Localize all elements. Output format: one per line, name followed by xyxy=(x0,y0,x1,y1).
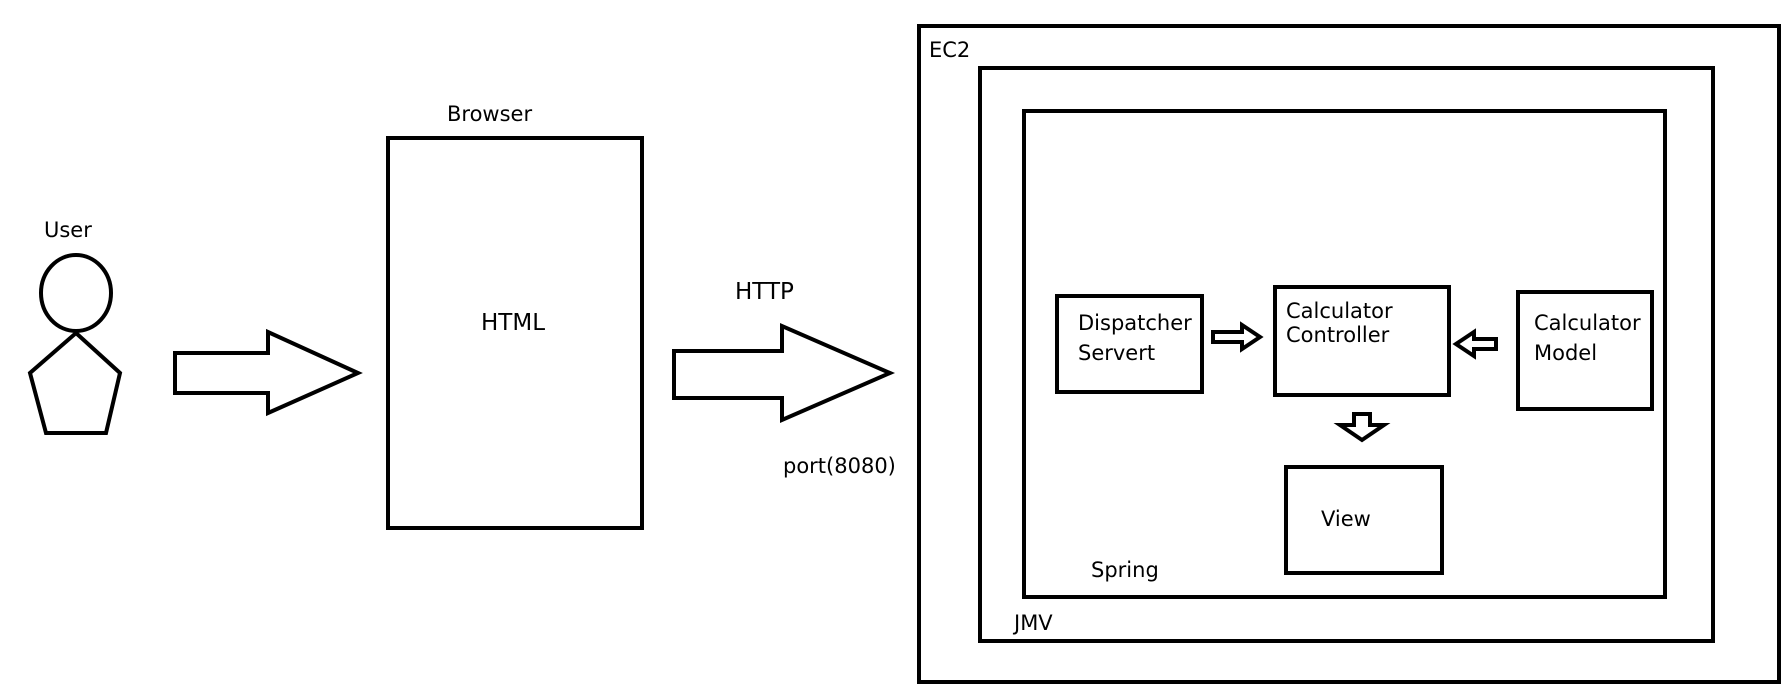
dispatcher-to-controller-arrow xyxy=(1211,321,1264,353)
user-head xyxy=(39,253,113,333)
view-label: View xyxy=(1321,507,1371,531)
http-label: HTTP xyxy=(735,279,794,305)
jmv-label: JMV xyxy=(1012,611,1053,635)
http-connection: HTTP port(8080) xyxy=(672,279,896,478)
model-line1: Calculator xyxy=(1534,311,1641,335)
view-box: View xyxy=(1284,465,1444,575)
user-to-browser-arrow xyxy=(173,328,363,417)
browser-content: HTML xyxy=(481,310,545,336)
controller-rect xyxy=(1273,285,1451,397)
browser-title: Browser xyxy=(447,102,532,126)
ec2-label: EC2 xyxy=(929,38,970,62)
model-to-controller-arrow xyxy=(1452,328,1498,360)
dispatcher-rect xyxy=(1055,294,1204,394)
http-arrow xyxy=(672,322,896,424)
model-rect xyxy=(1516,290,1654,411)
browser-window: Browser HTML xyxy=(386,102,644,530)
spring-label: Spring xyxy=(1091,558,1159,582)
view-rect xyxy=(1284,465,1444,575)
dispatcher-servlet-box: Dispatcher Servert xyxy=(1055,294,1204,394)
port-label: port(8080) xyxy=(783,454,896,478)
controller-to-view-arrow xyxy=(1333,412,1391,443)
model-line2: Model xyxy=(1534,341,1597,365)
dispatcher-line2: Servert xyxy=(1078,341,1155,365)
calculator-model-box: Calculator Model xyxy=(1516,290,1654,411)
calculator-controller-box: Calculator Controller xyxy=(1273,285,1451,397)
user-body xyxy=(27,330,123,435)
controller-line2: Controller xyxy=(1286,323,1390,347)
browser-box xyxy=(386,136,644,530)
user-actor: User xyxy=(27,218,123,435)
dispatcher-line1: Dispatcher xyxy=(1078,311,1192,335)
controller-line1: Calculator xyxy=(1286,299,1393,323)
user-label: User xyxy=(44,218,92,242)
